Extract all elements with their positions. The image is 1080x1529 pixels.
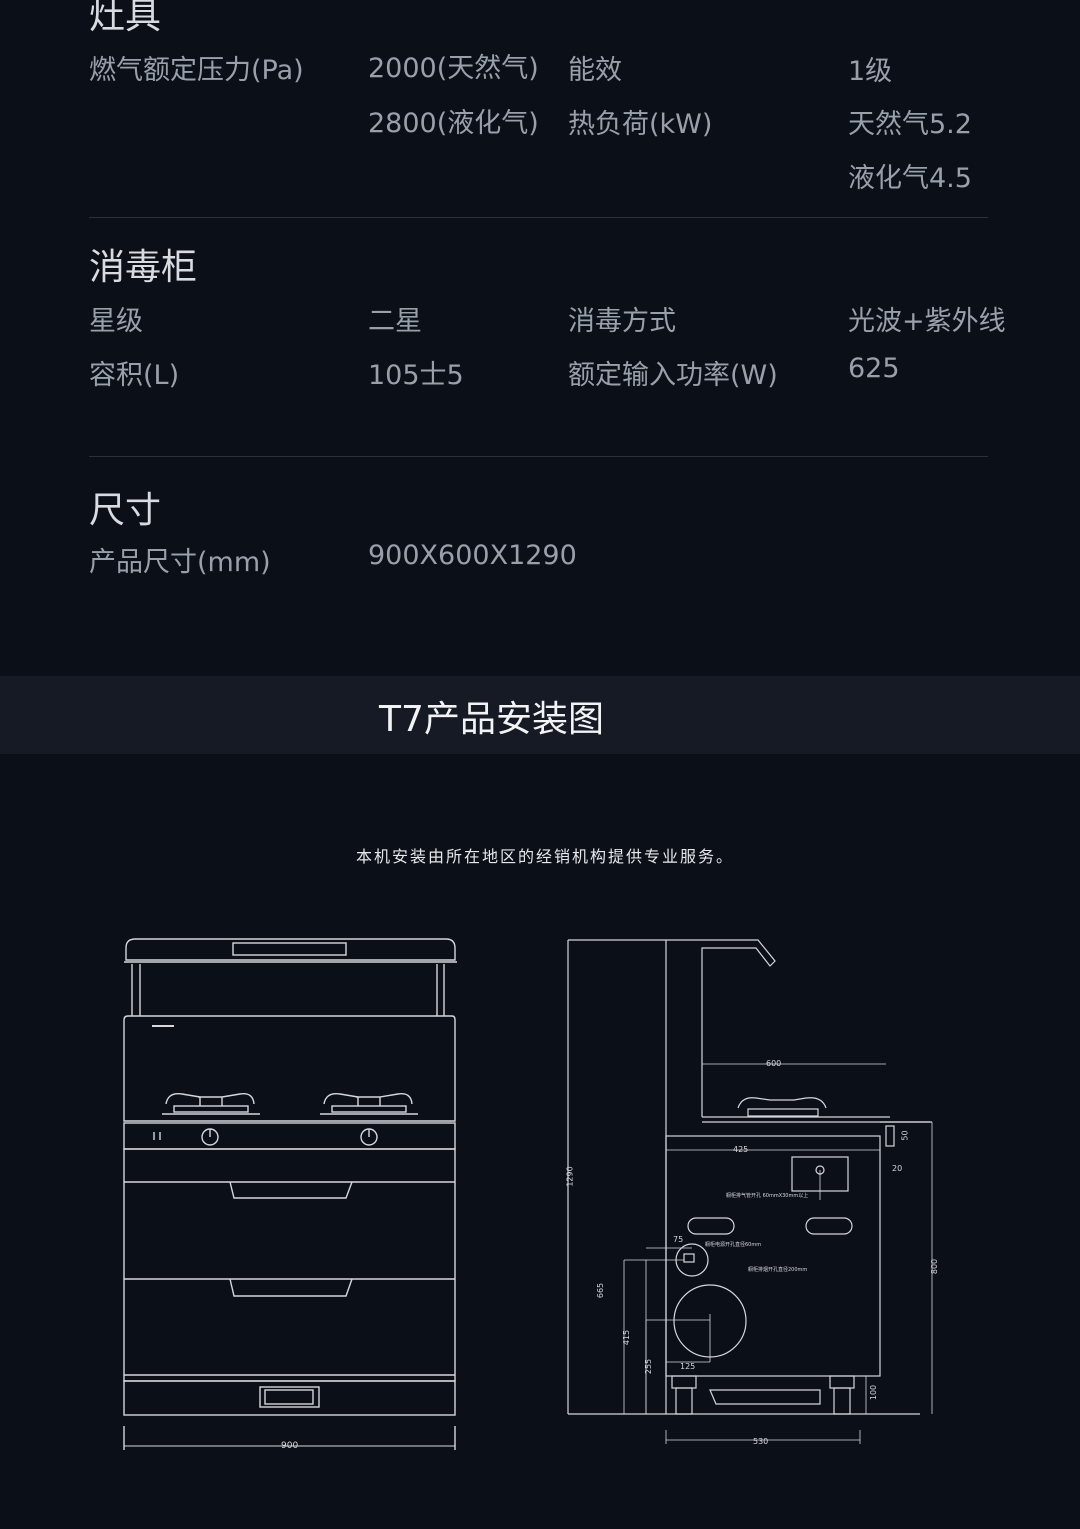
- spec-value: 天然气5.2: [848, 109, 972, 140]
- spec-value: 二星: [368, 306, 422, 337]
- section-divider: [89, 217, 988, 218]
- dim-label: 600: [766, 1059, 782, 1068]
- dim-label: 1290: [565, 1166, 575, 1187]
- side-view-drawing: [567, 939, 933, 1444]
- burner-icon: [162, 1093, 260, 1115]
- dim-label: 50: [900, 1130, 910, 1141]
- hood-top-panel: [125, 938, 456, 961]
- plinth: [123, 1380, 456, 1416]
- spec-value: 1级: [848, 56, 893, 87]
- install-title: T7产品安装图: [379, 699, 604, 740]
- dim-label: 425: [733, 1145, 749, 1154]
- stove-section-title: 灶具: [89, 0, 162, 37]
- spec-value: 液化气4.5: [848, 163, 972, 194]
- install-banner: [0, 676, 1080, 754]
- section-divider: [89, 456, 988, 457]
- dim-label: 530: [753, 1437, 769, 1446]
- dim-label: 900: [281, 1441, 299, 1451]
- plinth-vent: [259, 1386, 320, 1408]
- vent-slot: [805, 1217, 853, 1235]
- dim-label: 800: [930, 1258, 940, 1275]
- cabinet-section-title: 消毒柜: [89, 247, 198, 288]
- spec-value: 光波+紫外线: [848, 306, 1006, 337]
- spec-label: 额定输入功率(W): [568, 360, 778, 391]
- spec-label: 产品尺寸(mm): [89, 547, 271, 578]
- diagram-note: 橱柜排气管开孔 60mmX30mm以上: [726, 1193, 809, 1199]
- burner-icon: [320, 1093, 418, 1115]
- spec-value: 2800(液化气): [368, 108, 539, 139]
- brand-mark: [152, 1025, 174, 1027]
- hood-arm: [666, 939, 776, 1117]
- control-strip: [123, 1122, 456, 1150]
- drawer-handle: [229, 1181, 353, 1199]
- dim-label: 75: [673, 1235, 684, 1244]
- spec-value: 105士5: [368, 360, 464, 391]
- front-view-drawing: [123, 938, 457, 1450]
- vent-slot: [687, 1217, 735, 1235]
- spec-label: 星级: [89, 306, 143, 337]
- spec-label: 容积(L): [89, 360, 180, 391]
- hood-display: [232, 942, 347, 956]
- diagram-note: 橱柜排烟开孔直径200mm: [748, 1267, 808, 1273]
- dim-label: 125: [680, 1362, 696, 1371]
- size-section-title: 尺寸: [89, 490, 162, 531]
- back-panel: [123, 1015, 456, 1122]
- diagram-note: 橱柜电源开孔直径60mm: [705, 1242, 762, 1248]
- cabinet-body: [123, 1148, 456, 1382]
- spec-label: 燃气额定压力(Pa): [89, 55, 304, 86]
- spec-label: 热负荷(kW): [568, 109, 713, 140]
- drawer-handle: [229, 1278, 353, 1297]
- dim-label: 255: [644, 1358, 654, 1375]
- foot-icon: [671, 1375, 697, 1389]
- foot-icon: [829, 1375, 855, 1389]
- spec-value: 2000(天然气): [368, 53, 539, 84]
- spec-value: 625: [848, 353, 900, 384]
- spec-label: 消毒方式: [568, 306, 676, 337]
- install-note: 本机安装由所在地区的经销机构提供专业服务。: [355, 847, 734, 866]
- dim-label: 665: [596, 1282, 606, 1299]
- dim-label: 20: [892, 1164, 903, 1173]
- burner-icon: [737, 1097, 827, 1109]
- spec-label: 能效: [568, 55, 622, 86]
- dim-label: 100: [869, 1384, 879, 1401]
- spec-value: 900X600X1290: [368, 540, 577, 571]
- dim-label: 415: [622, 1329, 632, 1346]
